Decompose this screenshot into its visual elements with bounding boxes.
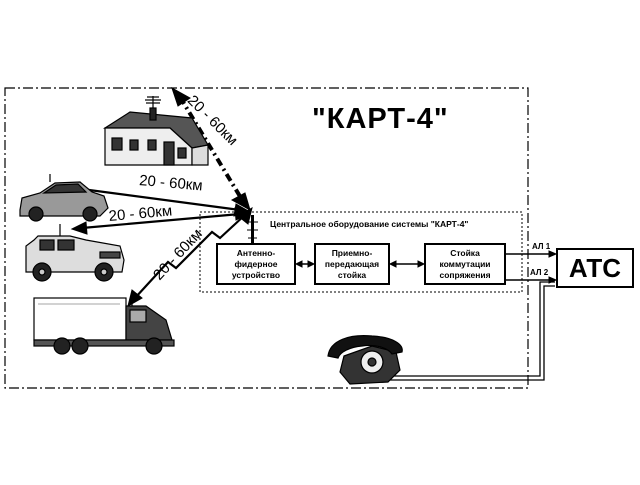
ats-block: АТС xyxy=(556,248,634,288)
block-connectors xyxy=(294,260,426,268)
outer-boundary xyxy=(4,87,529,389)
house-link-arrow-bottom xyxy=(230,192,251,212)
jeep-link xyxy=(81,212,241,230)
telephone-icon xyxy=(327,335,403,385)
line-label-al1: АЛ 1 xyxy=(532,242,551,251)
truck-link xyxy=(134,213,247,299)
antenna-feeder-block: Антенно- фидерное устройство xyxy=(216,243,296,285)
line-label-al2: АЛ 2 xyxy=(530,268,549,277)
house-icon xyxy=(102,96,209,166)
jeep-icon xyxy=(25,224,125,282)
truck-link-arrow-top xyxy=(237,206,253,225)
transceiver-block: Приемно- передающая стойка xyxy=(314,243,390,285)
central-equipment-label: Центральное оборудование системы "КАРТ-4… xyxy=(270,219,469,229)
car-icon xyxy=(19,174,109,222)
ats-lines xyxy=(382,250,558,381)
system-title: "КАРТ-4" xyxy=(312,103,449,135)
radio-links xyxy=(62,86,253,308)
truck-icon xyxy=(33,292,175,355)
house-link-arrow-top xyxy=(171,86,191,107)
central-equipment-boundary xyxy=(199,211,523,293)
switching-rack-block: Стойка коммутации сопряжения xyxy=(424,243,506,285)
car-link xyxy=(73,186,241,212)
jeep-link-arrow-left xyxy=(70,221,88,235)
house-link xyxy=(178,95,246,205)
